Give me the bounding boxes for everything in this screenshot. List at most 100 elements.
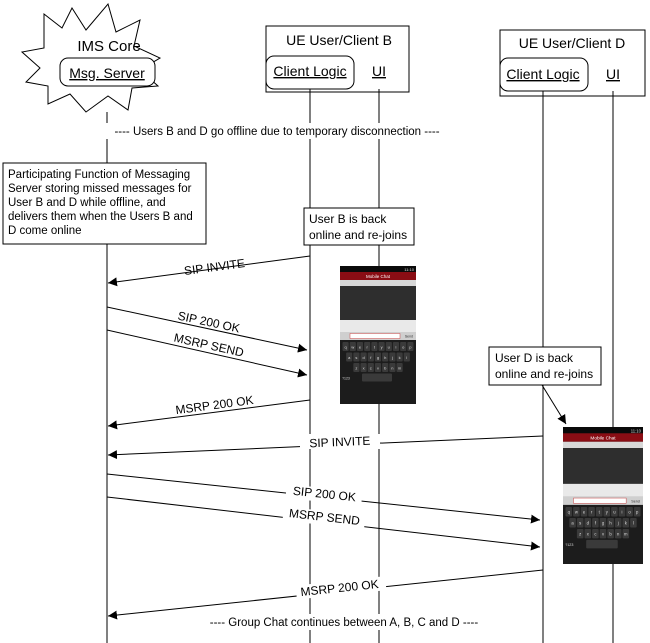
msg-server-label: Msg. Server (69, 65, 145, 81)
phone-key (603, 507, 611, 517)
phone-key-label: v (377, 365, 379, 370)
phone-key (349, 342, 356, 351)
pf-note-line-4: delivers them when the Users B and (8, 211, 193, 223)
client-d-title: UE User/Client D (519, 35, 626, 51)
message-d-200: SIP 200 OK (106, 473, 541, 524)
phone-key-label: c (370, 365, 372, 370)
phone-key-label: y (606, 510, 609, 515)
phone-key-label: p (636, 510, 639, 515)
phone-key (607, 528, 614, 539)
pf-note-line-2: Server storing missed messages for (8, 183, 192, 195)
phone-key-label: f (370, 355, 372, 360)
phone-key (392, 342, 400, 351)
phone-key (618, 507, 626, 517)
phone-key-label: q (568, 510, 571, 515)
phone-key-label: t (599, 510, 601, 515)
phone-key (622, 517, 630, 528)
message-b-invite-label: SIP INVITE (183, 256, 245, 278)
phone-key-label: l (633, 521, 634, 526)
phone-input-field (573, 497, 627, 504)
client-d-participant: UE User/Client D Client Logic UI (499, 29, 646, 97)
phone-key-label: h (384, 355, 386, 360)
phone-key-label: u (388, 344, 390, 349)
message-d-send: MSRP SEND (106, 496, 541, 551)
phone-key-label: q (344, 344, 346, 349)
phone-key (611, 507, 618, 517)
phone-key-label: x (587, 532, 590, 537)
message-d-msrp200: MSRP 200 OK (107, 569, 544, 620)
user-d-note-line-1: User D is back (495, 351, 574, 365)
phone-key (599, 528, 607, 539)
phone-key-label: w (575, 510, 579, 515)
phone-key-label: o (402, 344, 405, 349)
phone-key (630, 517, 637, 528)
phone-key-label: o (628, 510, 631, 515)
phone-key-label: d (587, 521, 590, 526)
phone-key (360, 352, 367, 362)
client-b-ui-label: UI (372, 63, 386, 79)
phone-key (385, 342, 392, 351)
client-b-title: UE User/Client B (286, 32, 392, 48)
phone-status-time: 11:10 (404, 267, 414, 272)
user-d-note-line-2: online and re-joins (495, 367, 593, 381)
phone-key-label: d (362, 355, 364, 360)
message-b-msrp200-label: MSRP 200 OK (175, 393, 255, 417)
message-b-msrp200: MSRP 200 OK (107, 393, 311, 430)
phone-title: Mobile Chat (366, 274, 391, 279)
phone-key (356, 342, 364, 351)
phone-key-label: n (617, 532, 620, 537)
phone-status-time: 11:10 (631, 428, 642, 433)
svg-text:User B is back online an: User B is back online and re-joins (309, 212, 407, 242)
phone-key-label: z (355, 365, 357, 370)
phone-header (563, 433, 643, 442)
phone-send-button: Send (405, 335, 413, 339)
phone-key (614, 528, 622, 539)
participating-function-note: Participating Function of Messaging Serv… (2, 162, 207, 245)
message-d-msrp200-label: MSRP 200 OK (300, 577, 380, 599)
message-d-invite: SIP INVITE (107, 434, 544, 460)
phone-key-label: b (609, 532, 612, 537)
message-b-send-label: MSRP SEND (173, 331, 246, 360)
phone-key (407, 342, 414, 351)
phone-title: Mobile Chat (590, 436, 616, 442)
phone-key-label: k (399, 355, 401, 360)
phone-key (607, 517, 614, 528)
phone-key-label: e (583, 510, 586, 515)
phone-key-label: r (591, 510, 593, 515)
phone-key-label: i (396, 344, 397, 349)
phone-key-label: j (391, 355, 393, 360)
phone-key-label: l (406, 355, 407, 360)
phone-key-label: s (355, 355, 357, 360)
client-d-logic-box (499, 57, 589, 92)
phone-key (342, 342, 349, 351)
message-b-send: MSRP SEND (106, 329, 308, 378)
user-d-back-note: User D is back online and re-joins (488, 346, 602, 386)
user-d-note-pointer-arrow (541, 384, 567, 425)
phone-sym-key: ?123 (565, 543, 573, 547)
svg-text:User D is back online an: User D is back online and re-joins (495, 351, 593, 381)
phone-key-label: h (609, 521, 612, 526)
phone-key (367, 352, 374, 362)
phone-key-label: z (579, 532, 581, 537)
phone-key (382, 352, 389, 362)
phone-key-label: w (351, 344, 354, 349)
phone-key (614, 517, 622, 528)
phone-message-bubble (340, 320, 416, 332)
phone-key (573, 507, 580, 517)
phone-key (592, 517, 599, 528)
phone-key-label: k (625, 521, 628, 526)
client-d-logic-label: Client Logic (506, 66, 579, 82)
phone-key (371, 342, 378, 351)
phone-key-label: p (409, 344, 412, 349)
phone-key (382, 363, 389, 372)
client-b-logic-label: Client Logic (273, 63, 346, 79)
user-b-note-line-2: online and re-joins (309, 228, 407, 242)
phone-spacebar (362, 373, 392, 382)
phone-key-label: j (617, 521, 619, 526)
phone-key (396, 363, 403, 372)
phone-spacebar (586, 539, 618, 549)
phone-key-label: b (384, 365, 387, 370)
phone-key (588, 507, 595, 517)
